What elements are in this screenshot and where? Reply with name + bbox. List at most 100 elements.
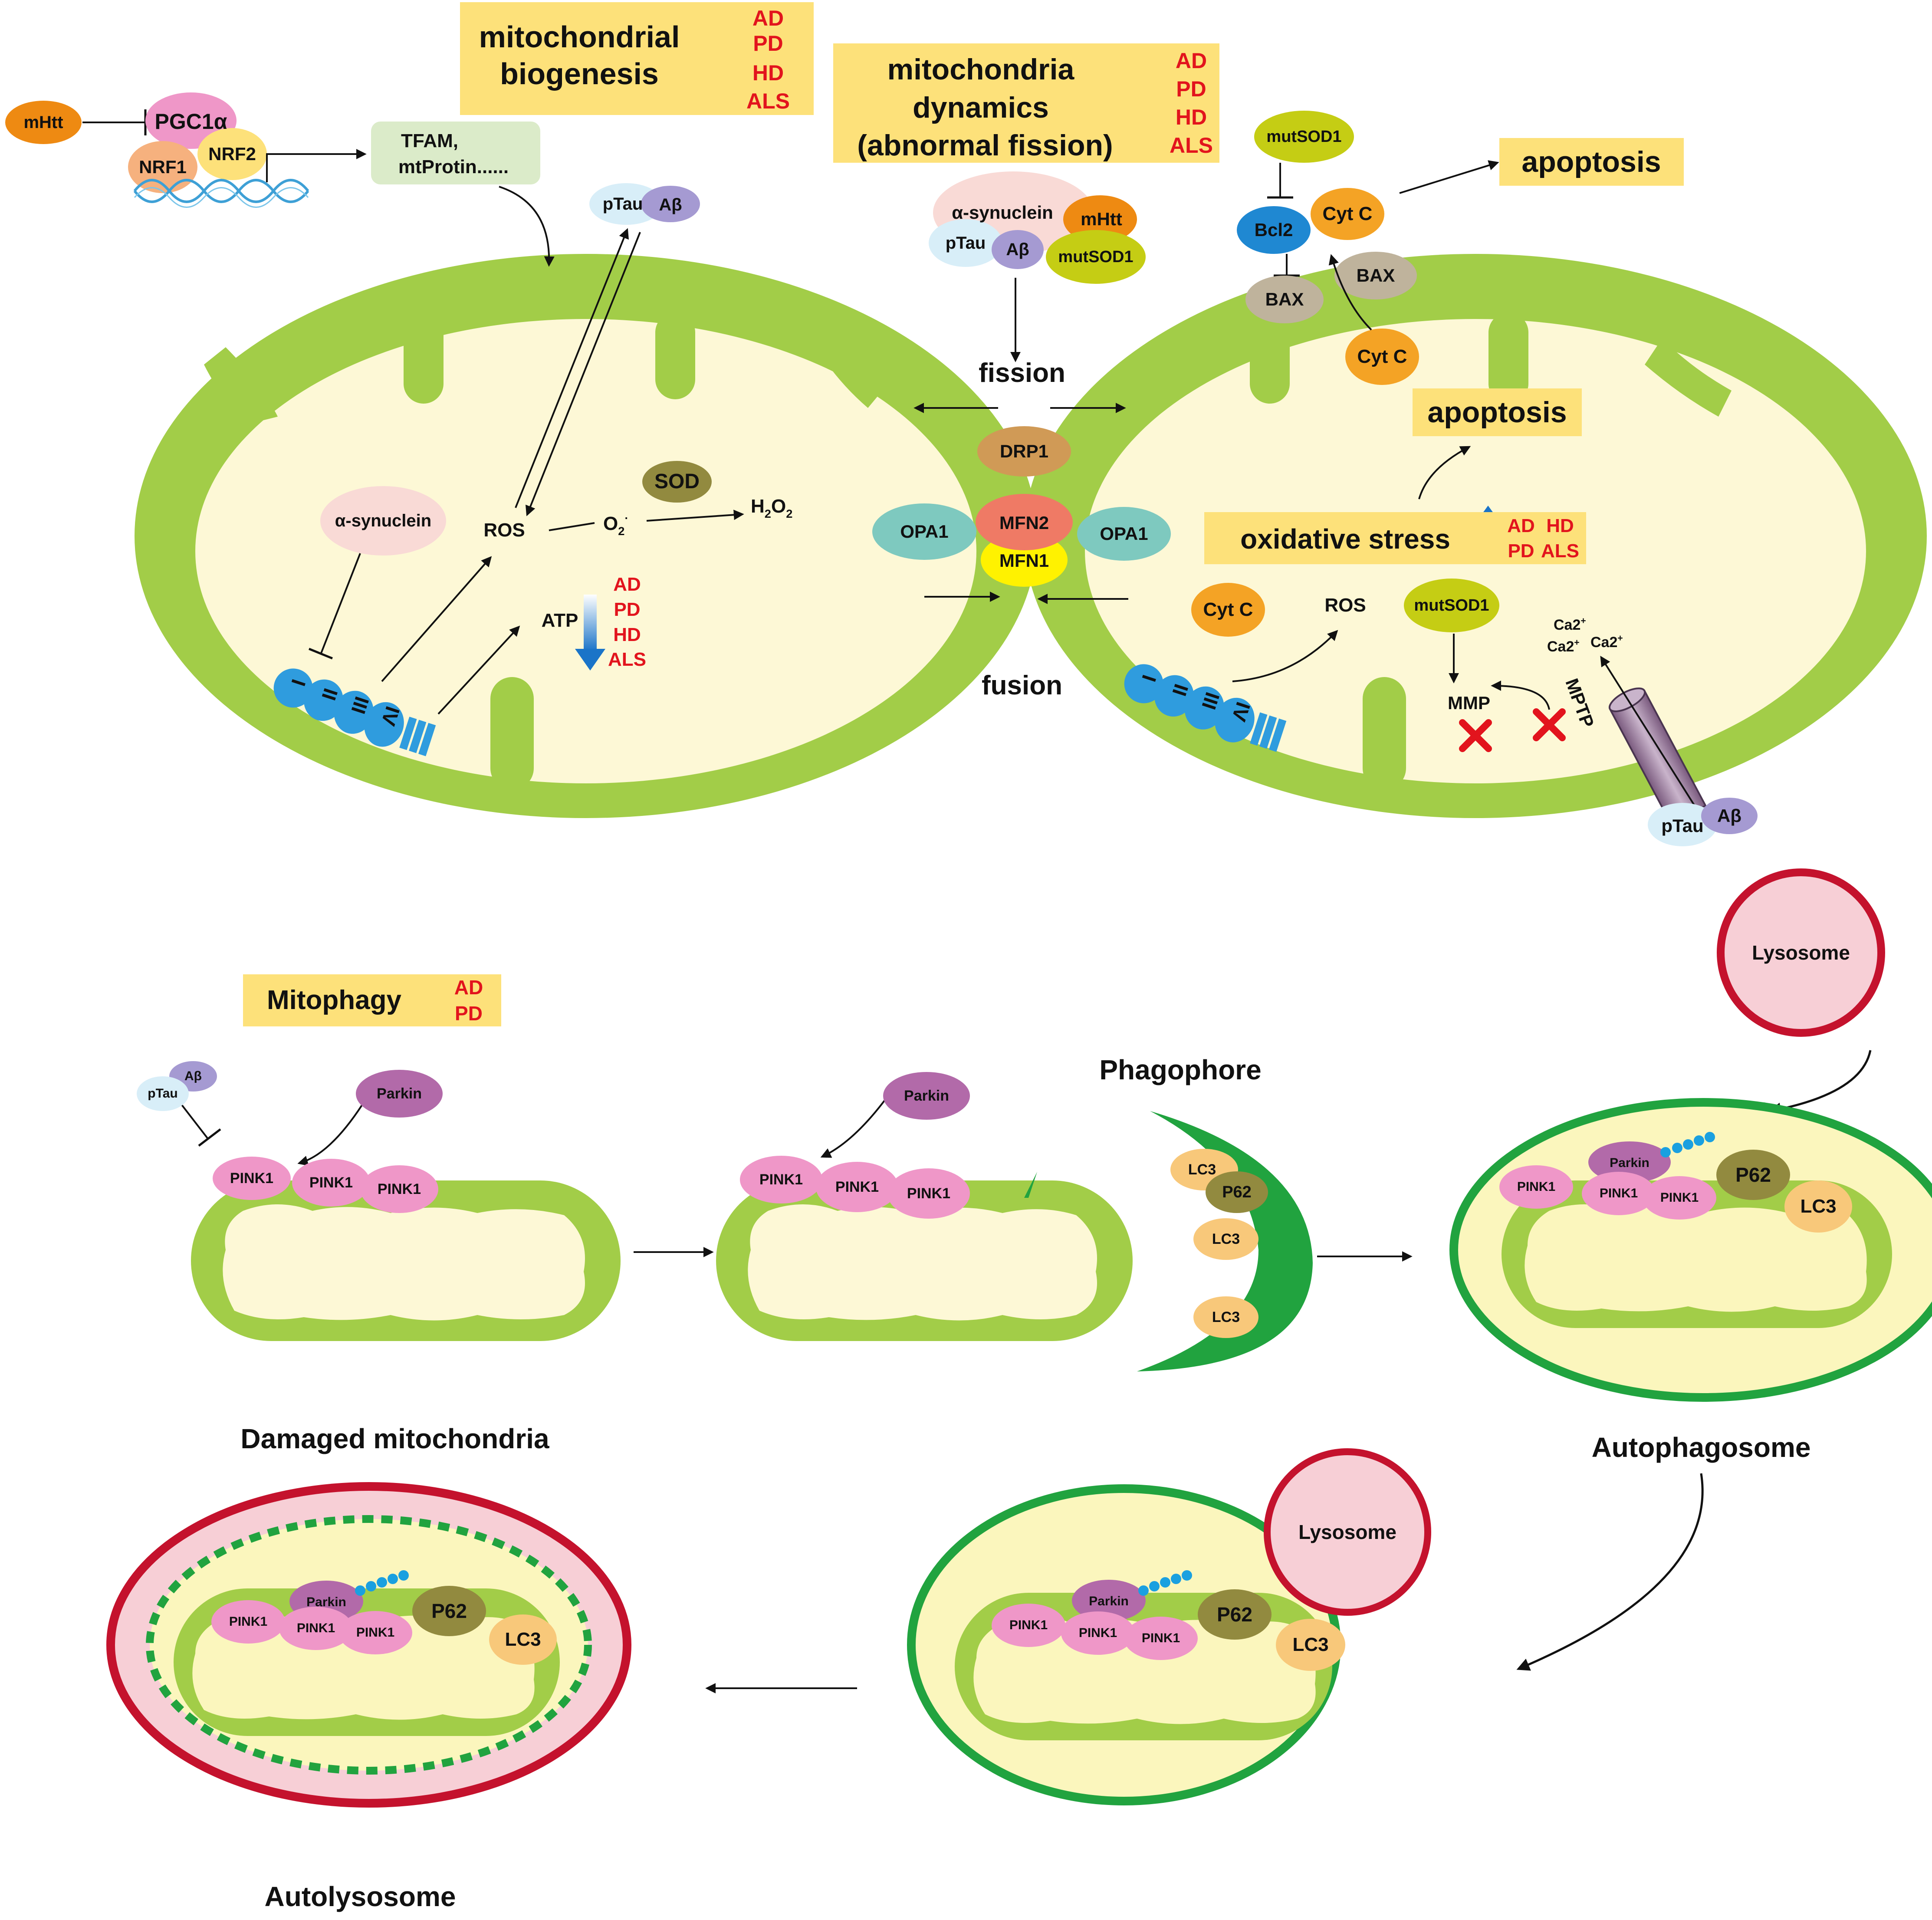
cytc-top-label: Cyt C (1322, 203, 1373, 224)
left-complex-chain (273, 668, 436, 756)
fission-inducers (929, 171, 1146, 284)
mitophagy-disease-ad: AD (454, 976, 483, 999)
autophagosome (1449, 1098, 1932, 1402)
h2o2-o: O (771, 496, 786, 517)
fu-pink1-1: PINK1 (1078, 1626, 1117, 1640)
mhtt-label: mHtt (23, 113, 63, 132)
o2-label: O2· (603, 512, 629, 537)
autolysosome (106, 1482, 631, 1808)
mitophagy-disease-pd: PD (455, 1002, 483, 1025)
ap-pink1-1: PINK1 (1599, 1186, 1638, 1200)
left-mito-internals (309, 461, 744, 715)
atp-disease-3: ALS (608, 649, 646, 670)
right-complex-chain (1124, 664, 1287, 752)
opa1-left-label: OPA1 (900, 521, 949, 542)
h2o2-label: H2O2 (751, 496, 792, 520)
ca-label-2: Ca2+ (1547, 638, 1580, 654)
dynamics-box (833, 43, 1219, 163)
ca-label-3: Ca2+ (1590, 634, 1623, 650)
phago-lc3-c: LC3 (1212, 1309, 1240, 1325)
mitophagy-label: Mitophagy (267, 985, 401, 1015)
autolysosome-label: Autolysosome (264, 1881, 456, 1912)
al-lc3: LC3 (505, 1629, 541, 1650)
ros-left-label: ROS (483, 519, 525, 541)
ca-2-text: Ca2 (1547, 638, 1574, 655)
phago-lc3-b: LC3 (1212, 1231, 1240, 1247)
ca-1-text: Ca2 (1554, 617, 1581, 633)
ox-disease-als: ALS (1541, 540, 1579, 562)
dynamics-line-1: mitochondria (887, 53, 1074, 86)
nrf2-label: NRF2 (208, 144, 256, 164)
apoptosis-top-label: apoptosis (1521, 145, 1661, 178)
x-mark (1459, 708, 1566, 752)
nrf1-label: NRF1 (139, 157, 187, 177)
atp-disease-0: AD (613, 574, 641, 595)
s1-pink1-0: PINK1 (230, 1170, 274, 1187)
dynamics-disease-0: AD (1175, 49, 1207, 73)
al-pink1-1: PINK1 (296, 1621, 335, 1635)
autophagosome-fusing (907, 1448, 1431, 1805)
mutsod1-mid-label: mutSOD1 (1058, 248, 1134, 266)
apoptosis-mid-label: apoptosis (1427, 396, 1567, 429)
mmp-label: MMP (1448, 693, 1490, 713)
ox-disease-ad: AD (1507, 515, 1535, 536)
lysosome-top (1717, 868, 1885, 1116)
mfn1-label: MFN1 (999, 550, 1049, 571)
biogenesis-disease-3: ALS (746, 89, 790, 113)
h2o2-sub1: 2 (764, 507, 771, 520)
bax-right-label: BAX (1356, 265, 1395, 286)
o2-sup: · (624, 511, 629, 525)
fu-pink1-2: PINK1 (1141, 1631, 1180, 1645)
oxidative-stress-label: oxidative stress (1240, 523, 1450, 555)
phagophore-label: Phagophore (1099, 1054, 1262, 1085)
ox-disease-hd: HD (1546, 515, 1574, 536)
biogenesis-disease-2: HD (752, 61, 784, 85)
ap-pink1-2: PINK1 (1660, 1190, 1699, 1205)
fusion-label: fusion (982, 671, 1062, 700)
fusing-lysosome-label: Lysosome (1298, 1521, 1396, 1543)
s1-parkin: Parkin (377, 1085, 422, 1102)
dynamics-disease-2: HD (1175, 105, 1207, 129)
alpha-syn-left-label: α-synuclein (335, 511, 432, 530)
fission-fusion-arrows (913, 278, 1128, 604)
arrow-3 (1516, 1473, 1704, 1671)
biogenesis-box (460, 2, 814, 115)
fu-lc3: LC3 (1292, 1634, 1329, 1655)
autophagosome-label: Autophagosome (1591, 1432, 1811, 1463)
opa1-right-label: OPA1 (1100, 523, 1148, 544)
fu-parkin: Parkin (1089, 1594, 1129, 1608)
mitophagy-box (243, 974, 501, 1026)
tfam-line-2: mtProtin...... (398, 156, 509, 178)
junction-proteins (872, 426, 1171, 587)
s2-parkin: Parkin (904, 1088, 949, 1104)
bax-left-label: BAX (1265, 289, 1304, 309)
fu-pink1-0: PINK1 (1009, 1618, 1048, 1632)
damaged-mito-2 (716, 1072, 1133, 1341)
ptau-right-label: pTau (1661, 815, 1704, 836)
ca-3-text: Ca2 (1590, 634, 1618, 651)
abeta-mid-label: Aβ (1006, 240, 1029, 259)
ca-label-1: Ca2+ (1554, 616, 1586, 632)
dynamics-disease-3: ALS (1170, 133, 1213, 158)
ap-lc3: LC3 (1800, 1196, 1837, 1217)
ap-parkin: Parkin (1610, 1156, 1649, 1170)
biogenesis-title-2: biogenesis (500, 57, 659, 91)
phagophore (1137, 1111, 1313, 1371)
ox-disease-pd: PD (1508, 540, 1534, 562)
sod-label: SOD (654, 470, 700, 493)
phago-p62: P62 (1222, 1183, 1252, 1201)
al-pink1-2: PINK1 (356, 1625, 395, 1640)
ptau-abeta-top (515, 183, 700, 516)
mhtt-top-label: mHtt (1081, 209, 1122, 229)
ca-3-sup: + (1617, 633, 1623, 643)
biogenesis-pathway (5, 92, 555, 267)
fu-p62: P62 (1217, 1603, 1252, 1626)
atp-disease-1: PD (614, 599, 641, 620)
dynamics-line-3: (abnormal fission) (857, 129, 1113, 162)
dynamics-line-2: dynamics (913, 91, 1049, 124)
o2-sub: 2 (618, 524, 625, 538)
drp1-label: DRP1 (999, 441, 1049, 461)
biogenesis-disease-1: PD (753, 31, 783, 56)
mfn2-label: MFN2 (999, 513, 1049, 533)
